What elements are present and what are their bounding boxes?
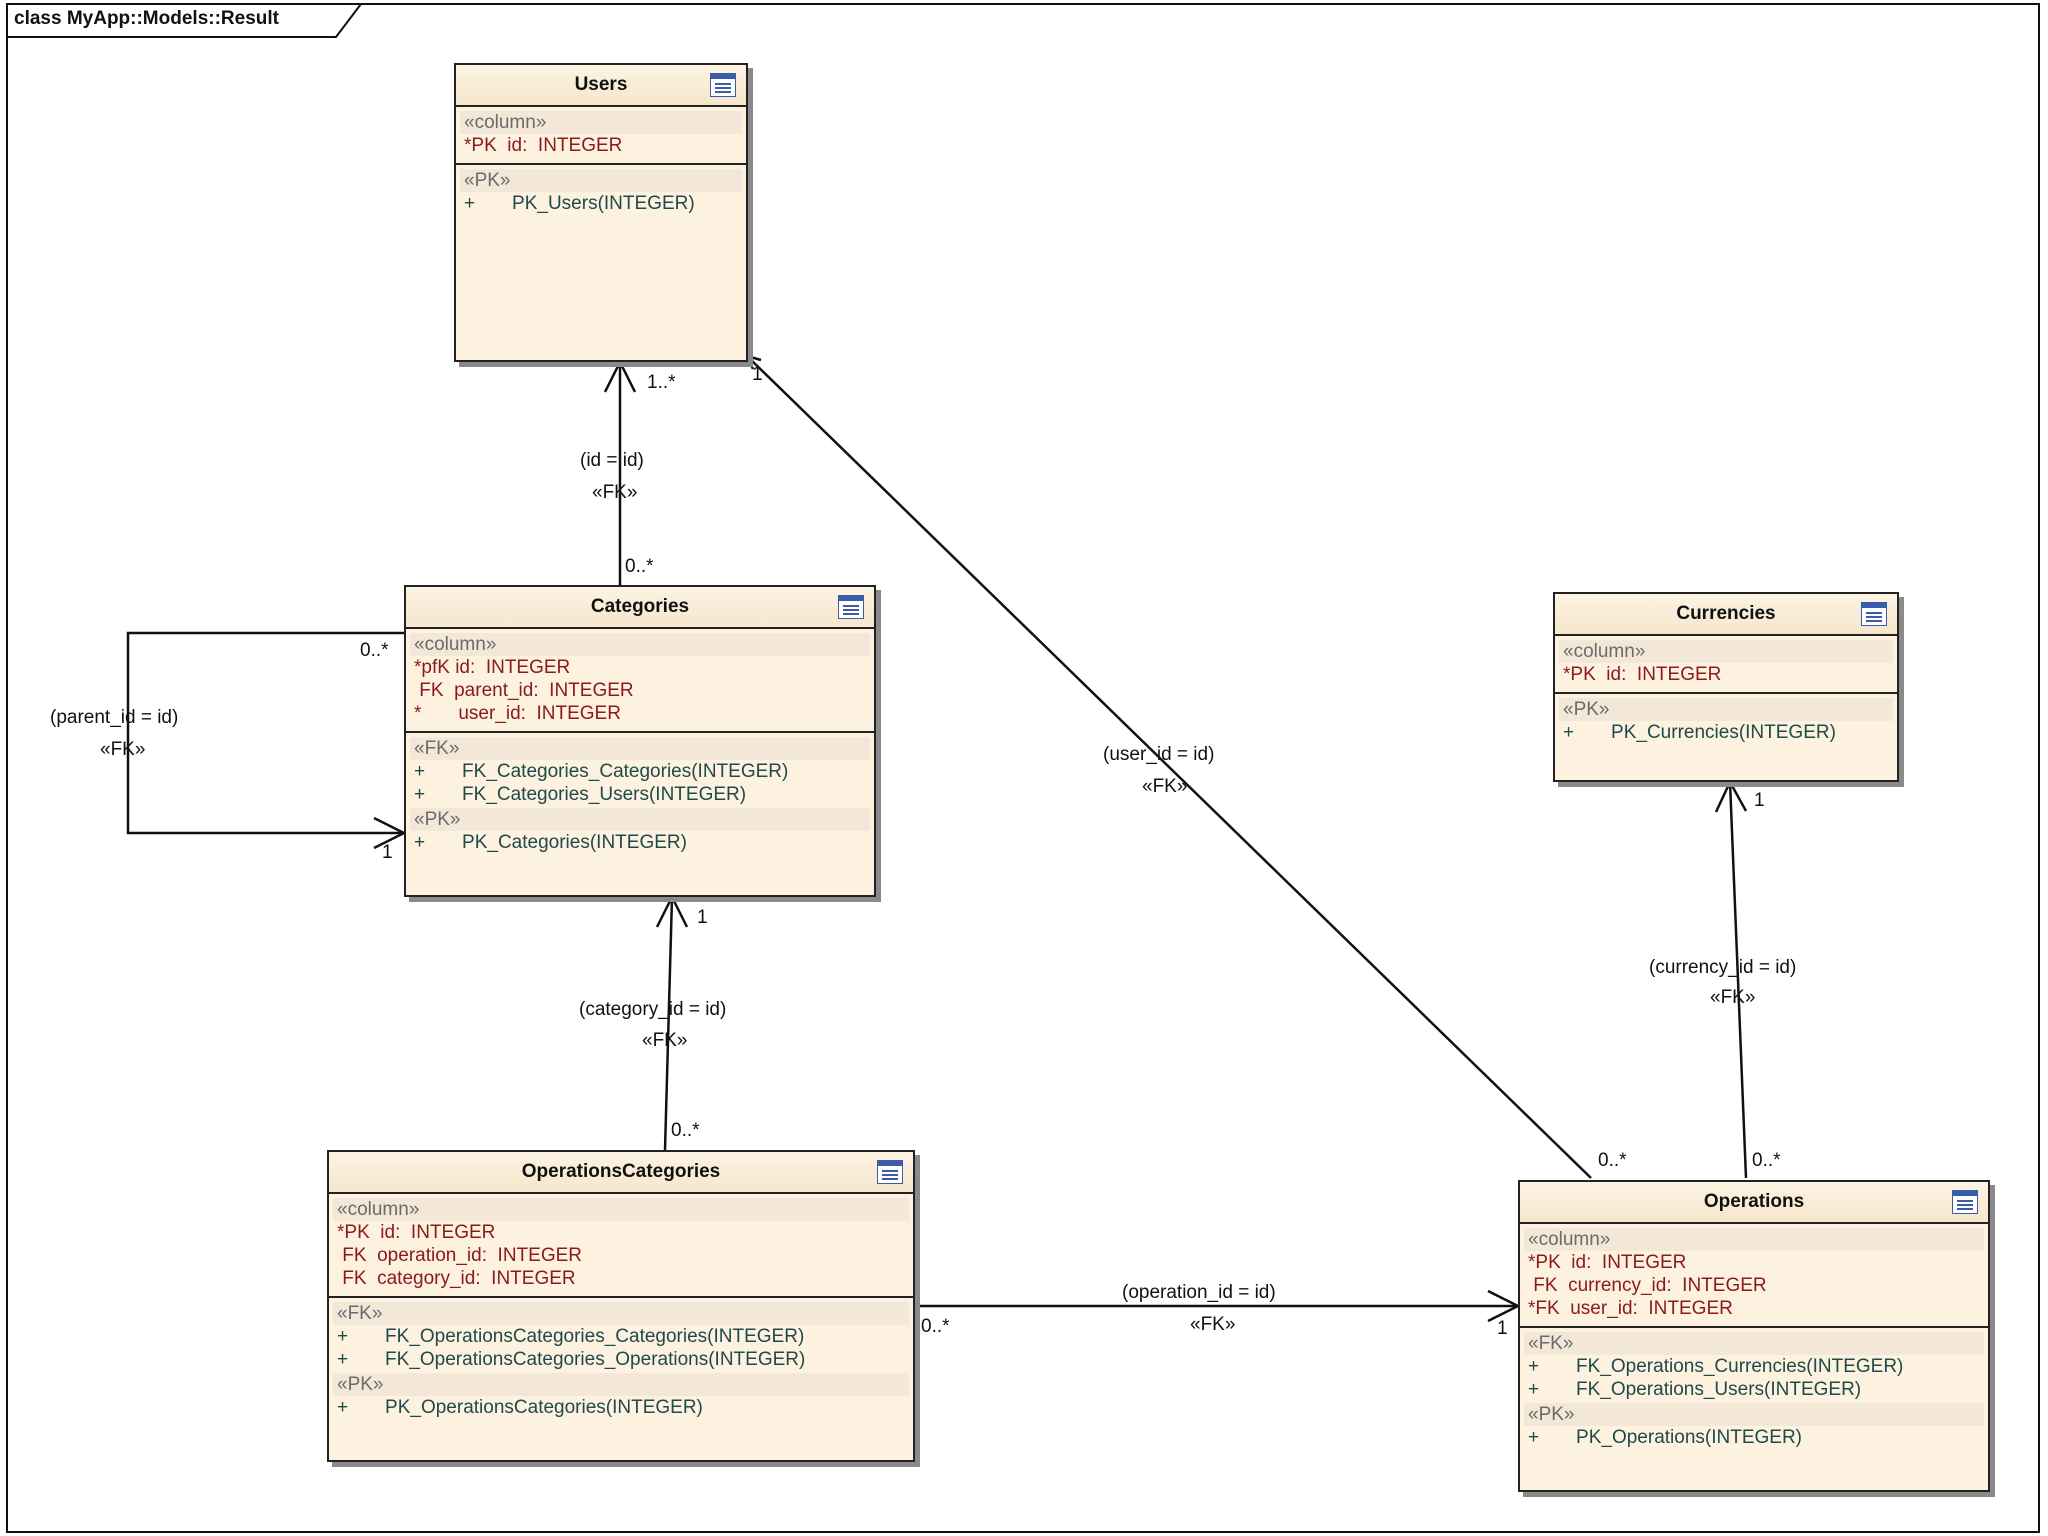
operation-row: + FK_Categories_Users(INTEGER) bbox=[414, 784, 747, 805]
relation-condition: (id = id) bbox=[580, 450, 644, 471]
operation-row: + PK_Categories(INTEGER) bbox=[414, 832, 687, 853]
diagram-frame bbox=[6, 3, 2040, 1533]
fk-stereotype: «FK» bbox=[410, 737, 870, 760]
operation-row: + PK_Operations(INTEGER) bbox=[1528, 1427, 1803, 1448]
frame-tab bbox=[6, 3, 362, 38]
operation-row: + FK_Operations_Users(INTEGER) bbox=[1528, 1379, 1862, 1400]
relation-stereotype: «FK» bbox=[1142, 776, 1188, 797]
column-row: *PK id: INTEGER bbox=[337, 1222, 496, 1243]
table-icon bbox=[838, 595, 864, 619]
column-stereotype: «column» bbox=[1524, 1228, 1984, 1251]
entity-operations[interactable]: Operations «column» *PK id: INTEGER FK c… bbox=[1518, 1180, 1990, 1492]
operation-row: + FK_Categories_Categories(INTEGER) bbox=[414, 761, 789, 782]
column-row: * user_id: INTEGER bbox=[414, 703, 621, 724]
pk-stereotype: «PK» bbox=[1559, 698, 1893, 721]
entity-title: Currencies bbox=[1676, 603, 1776, 624]
connector-categories-self[interactable] bbox=[126, 631, 404, 835]
connector-opcat-categories[interactable] bbox=[663, 896, 674, 1151]
column-stereotype: «column» bbox=[333, 1198, 909, 1221]
relation-stereotype: «FK» bbox=[100, 739, 146, 760]
table-icon bbox=[877, 1160, 903, 1184]
column-row: *FK user_id: INTEGER bbox=[1528, 1298, 1733, 1319]
arrowhead-categories bbox=[655, 894, 689, 928]
connector-operations-currencies[interactable] bbox=[1728, 781, 1748, 1179]
entity-title: OperationsCategories bbox=[521, 1161, 721, 1182]
multiplicity-operations-currencies: 0..* bbox=[1752, 1150, 1781, 1171]
column-row: *PK id: INTEGER bbox=[464, 135, 623, 156]
relation-stereotype: «FK» bbox=[592, 482, 638, 503]
table-icon bbox=[1952, 1190, 1978, 1214]
multiplicity-users-categories: 1..* bbox=[647, 372, 676, 393]
multiplicity-users-operations: 1 bbox=[752, 364, 763, 385]
fk-stereotype: «FK» bbox=[333, 1302, 909, 1325]
column-stereotype: «column» bbox=[1559, 640, 1893, 663]
relation-condition: (user_id = id) bbox=[1103, 744, 1215, 765]
column-stereotype: «column» bbox=[460, 111, 742, 134]
relation-stereotype: «FK» bbox=[642, 1030, 688, 1051]
column-row: FK currency_id: INTEGER bbox=[1528, 1275, 1767, 1296]
operation-row: + PK_Users(INTEGER) bbox=[464, 193, 695, 214]
entity-users[interactable]: Users «column» *PK id: INTEGER «PK» + PK… bbox=[454, 63, 748, 362]
arrowhead-currencies bbox=[1714, 779, 1748, 813]
multiplicity-operations-opcat: 1 bbox=[1497, 1318, 1508, 1339]
entity-categories[interactable]: Categories «column» *pfK id: INTEGER FK … bbox=[404, 585, 876, 897]
column-stereotype: «column» bbox=[410, 633, 870, 656]
multiplicity-operations-users: 0..* bbox=[1598, 1150, 1627, 1171]
multiplicity-categories-users: 0..* bbox=[625, 556, 654, 577]
relation-condition: (currency_id = id) bbox=[1649, 957, 1797, 978]
pk-stereotype: «PK» bbox=[410, 808, 870, 831]
operation-row: + PK_Currencies(INTEGER) bbox=[1563, 722, 1836, 743]
arrowhead-users bbox=[603, 359, 637, 393]
operation-row: + FK_OperationsCategories_Categories(INT… bbox=[337, 1326, 805, 1347]
entity-operations-categories[interactable]: OperationsCategories «column» *PK id: IN… bbox=[327, 1150, 915, 1462]
multiplicity-categories-self-source: 0..* bbox=[360, 640, 389, 661]
entity-header: OperationsCategories bbox=[329, 1152, 913, 1194]
column-row: FK parent_id: INTEGER bbox=[414, 680, 634, 701]
multiplicity-currencies-operations: 1 bbox=[1754, 790, 1765, 811]
multiplicity-categories-self-target: 1 bbox=[382, 842, 393, 863]
entity-currencies[interactable]: Currencies «column» *PK id: INTEGER «PK»… bbox=[1553, 592, 1899, 782]
entity-title: Categories bbox=[590, 596, 690, 617]
connector-operations-users[interactable] bbox=[746, 355, 1592, 1179]
column-row: FK operation_id: INTEGER bbox=[337, 1245, 582, 1266]
relation-stereotype: «FK» bbox=[1710, 987, 1756, 1008]
entity-header: Categories bbox=[406, 587, 874, 629]
multiplicity-opcat-operations: 0..* bbox=[921, 1316, 950, 1337]
entity-title: Operations bbox=[1703, 1191, 1805, 1212]
pk-stereotype: «PK» bbox=[460, 169, 742, 192]
table-icon bbox=[710, 73, 736, 97]
column-row: *PK id: INTEGER bbox=[1563, 664, 1722, 685]
table-icon bbox=[1861, 602, 1887, 626]
column-row: *pfK id: INTEGER bbox=[414, 657, 571, 678]
pk-stereotype: «PK» bbox=[333, 1373, 909, 1396]
relation-stereotype: «FK» bbox=[1190, 1314, 1236, 1335]
relation-condition: (parent_id = id) bbox=[50, 707, 179, 728]
operation-row: + FK_OperationsCategories_Operations(INT… bbox=[337, 1349, 806, 1370]
multiplicity-opcat-categories: 0..* bbox=[671, 1120, 700, 1141]
multiplicity-categories-opcat: 1 bbox=[697, 907, 708, 928]
entity-title: Users bbox=[574, 74, 628, 95]
operation-row: + FK_Operations_Currencies(INTEGER) bbox=[1528, 1356, 1904, 1377]
entity-header: Users bbox=[456, 65, 746, 107]
operation-row: + PK_OperationsCategories(INTEGER) bbox=[337, 1397, 703, 1418]
pk-stereotype: «PK» bbox=[1524, 1403, 1984, 1426]
frame-title: class MyApp::Models::Result bbox=[14, 8, 279, 29]
column-row: FK category_id: INTEGER bbox=[337, 1268, 576, 1289]
relation-condition: (category_id = id) bbox=[579, 999, 727, 1020]
entity-header: Currencies bbox=[1555, 594, 1897, 636]
relation-condition: (operation_id = id) bbox=[1122, 1282, 1276, 1303]
entity-header: Operations bbox=[1520, 1182, 1988, 1224]
fk-stereotype: «FK» bbox=[1524, 1332, 1984, 1355]
column-row: *PK id: INTEGER bbox=[1528, 1252, 1687, 1273]
